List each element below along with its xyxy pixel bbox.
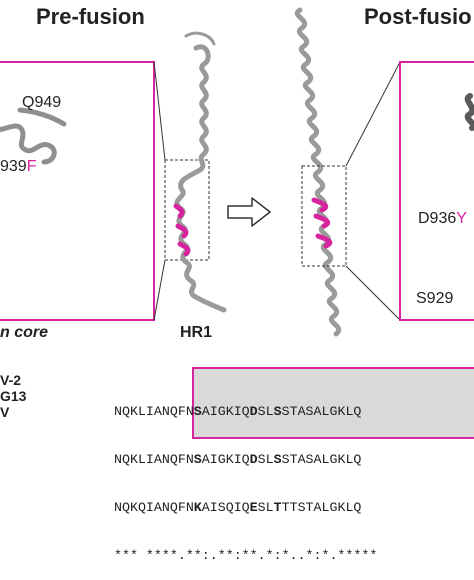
alignment-highlight-box	[192, 367, 474, 439]
alignment-row: NQKLIANQFNSAIGKIQDSLSSTASALGKLQ	[114, 452, 377, 468]
alignment-segment: SL	[257, 452, 274, 467]
alignment-segment: SL	[257, 404, 274, 419]
right-zoom-line-bottom	[345, 265, 401, 321]
pre-fusion-mutations	[173, 203, 191, 257]
right-inset-box	[399, 61, 474, 321]
alignment-segment: S	[193, 404, 202, 419]
alignment-name-2: G13	[0, 388, 27, 404]
pre-fusion-helix	[174, 31, 227, 313]
pre-fusion-title: Pre-fusion	[36, 4, 145, 29]
alignment-names: V-2 G13 V	[0, 372, 26, 420]
alignment-sequences: NQKLIANQFNSAIGKIQDSLSSTASALGKLQ NQKLIANQ…	[114, 372, 377, 580]
alignment-name-3: V	[0, 404, 10, 420]
left-residue-939-aa: F	[26, 158, 37, 175]
post-fusion-helix	[295, 7, 341, 337]
diagram-graphics	[0, 7, 474, 439]
left-inset-caption: n core	[0, 324, 49, 341]
alignment-segment: NQKLIANQFN	[114, 404, 194, 419]
alignment-segment: S	[193, 452, 202, 467]
alignment-segment: E	[249, 500, 258, 515]
right-inset-helix	[464, 93, 474, 131]
alignment-segment: AISQIQ	[201, 500, 250, 515]
alignment-segment: AIGKIQ	[201, 404, 250, 419]
right-zoom-line-top	[345, 61, 401, 167]
left-zoom-line-bottom	[153, 259, 166, 321]
alignment-segment: K	[193, 500, 202, 515]
alignment-segment: S	[273, 452, 282, 467]
alignment-segment: AIGKIQ	[201, 452, 250, 467]
left-zoom-line-top	[153, 61, 166, 161]
alignment-segment: D	[249, 404, 258, 419]
left-residue-939-num: 939	[0, 158, 27, 175]
right-residue-s929: S929	[416, 290, 454, 307]
post-fusion-title: Post-fusio	[364, 4, 472, 29]
alignment-segment: STASALGKLQ	[281, 404, 362, 419]
left-residue-939f: 939F	[0, 158, 36, 176]
left-residue-q949: Q949	[22, 94, 62, 111]
alignment-segment: STASALGKLQ	[281, 452, 362, 467]
alignment-name-1: V-2	[0, 372, 22, 388]
alignment-segment: T	[273, 500, 282, 515]
right-residue-d936y: D936Y	[418, 210, 467, 228]
transition-arrow	[227, 197, 271, 227]
left-inset-helix	[0, 107, 67, 165]
alignment-row: NQKQIANQFNKAISQIQESLTTTSTALGKLQ	[114, 500, 377, 516]
alignment-segment: S	[273, 404, 282, 419]
right-residue-d936: D936	[418, 210, 457, 227]
alignment-segment: SL	[257, 500, 274, 515]
alignment-segment: NQKLIANQFN	[114, 452, 194, 467]
alignment-row: NQKLIANQFNSAIGKIQDSLSSTASALGKLQ	[114, 404, 377, 420]
hr1-label: HR1	[180, 324, 213, 341]
alignment-conservation: *** ****.**:.**:**.*:*..*:*.*****	[114, 548, 378, 563]
post-fusion-dashed-box	[301, 165, 347, 267]
right-residue-d936-aa: Y	[456, 210, 467, 227]
left-inset-box	[0, 61, 155, 321]
alignment-segment: NQKQIANQFN	[114, 500, 194, 515]
alignment-segment: D	[249, 452, 258, 467]
post-fusion-mutations	[311, 197, 333, 249]
alignment-segment: TTSTALGKLQ	[281, 500, 362, 515]
